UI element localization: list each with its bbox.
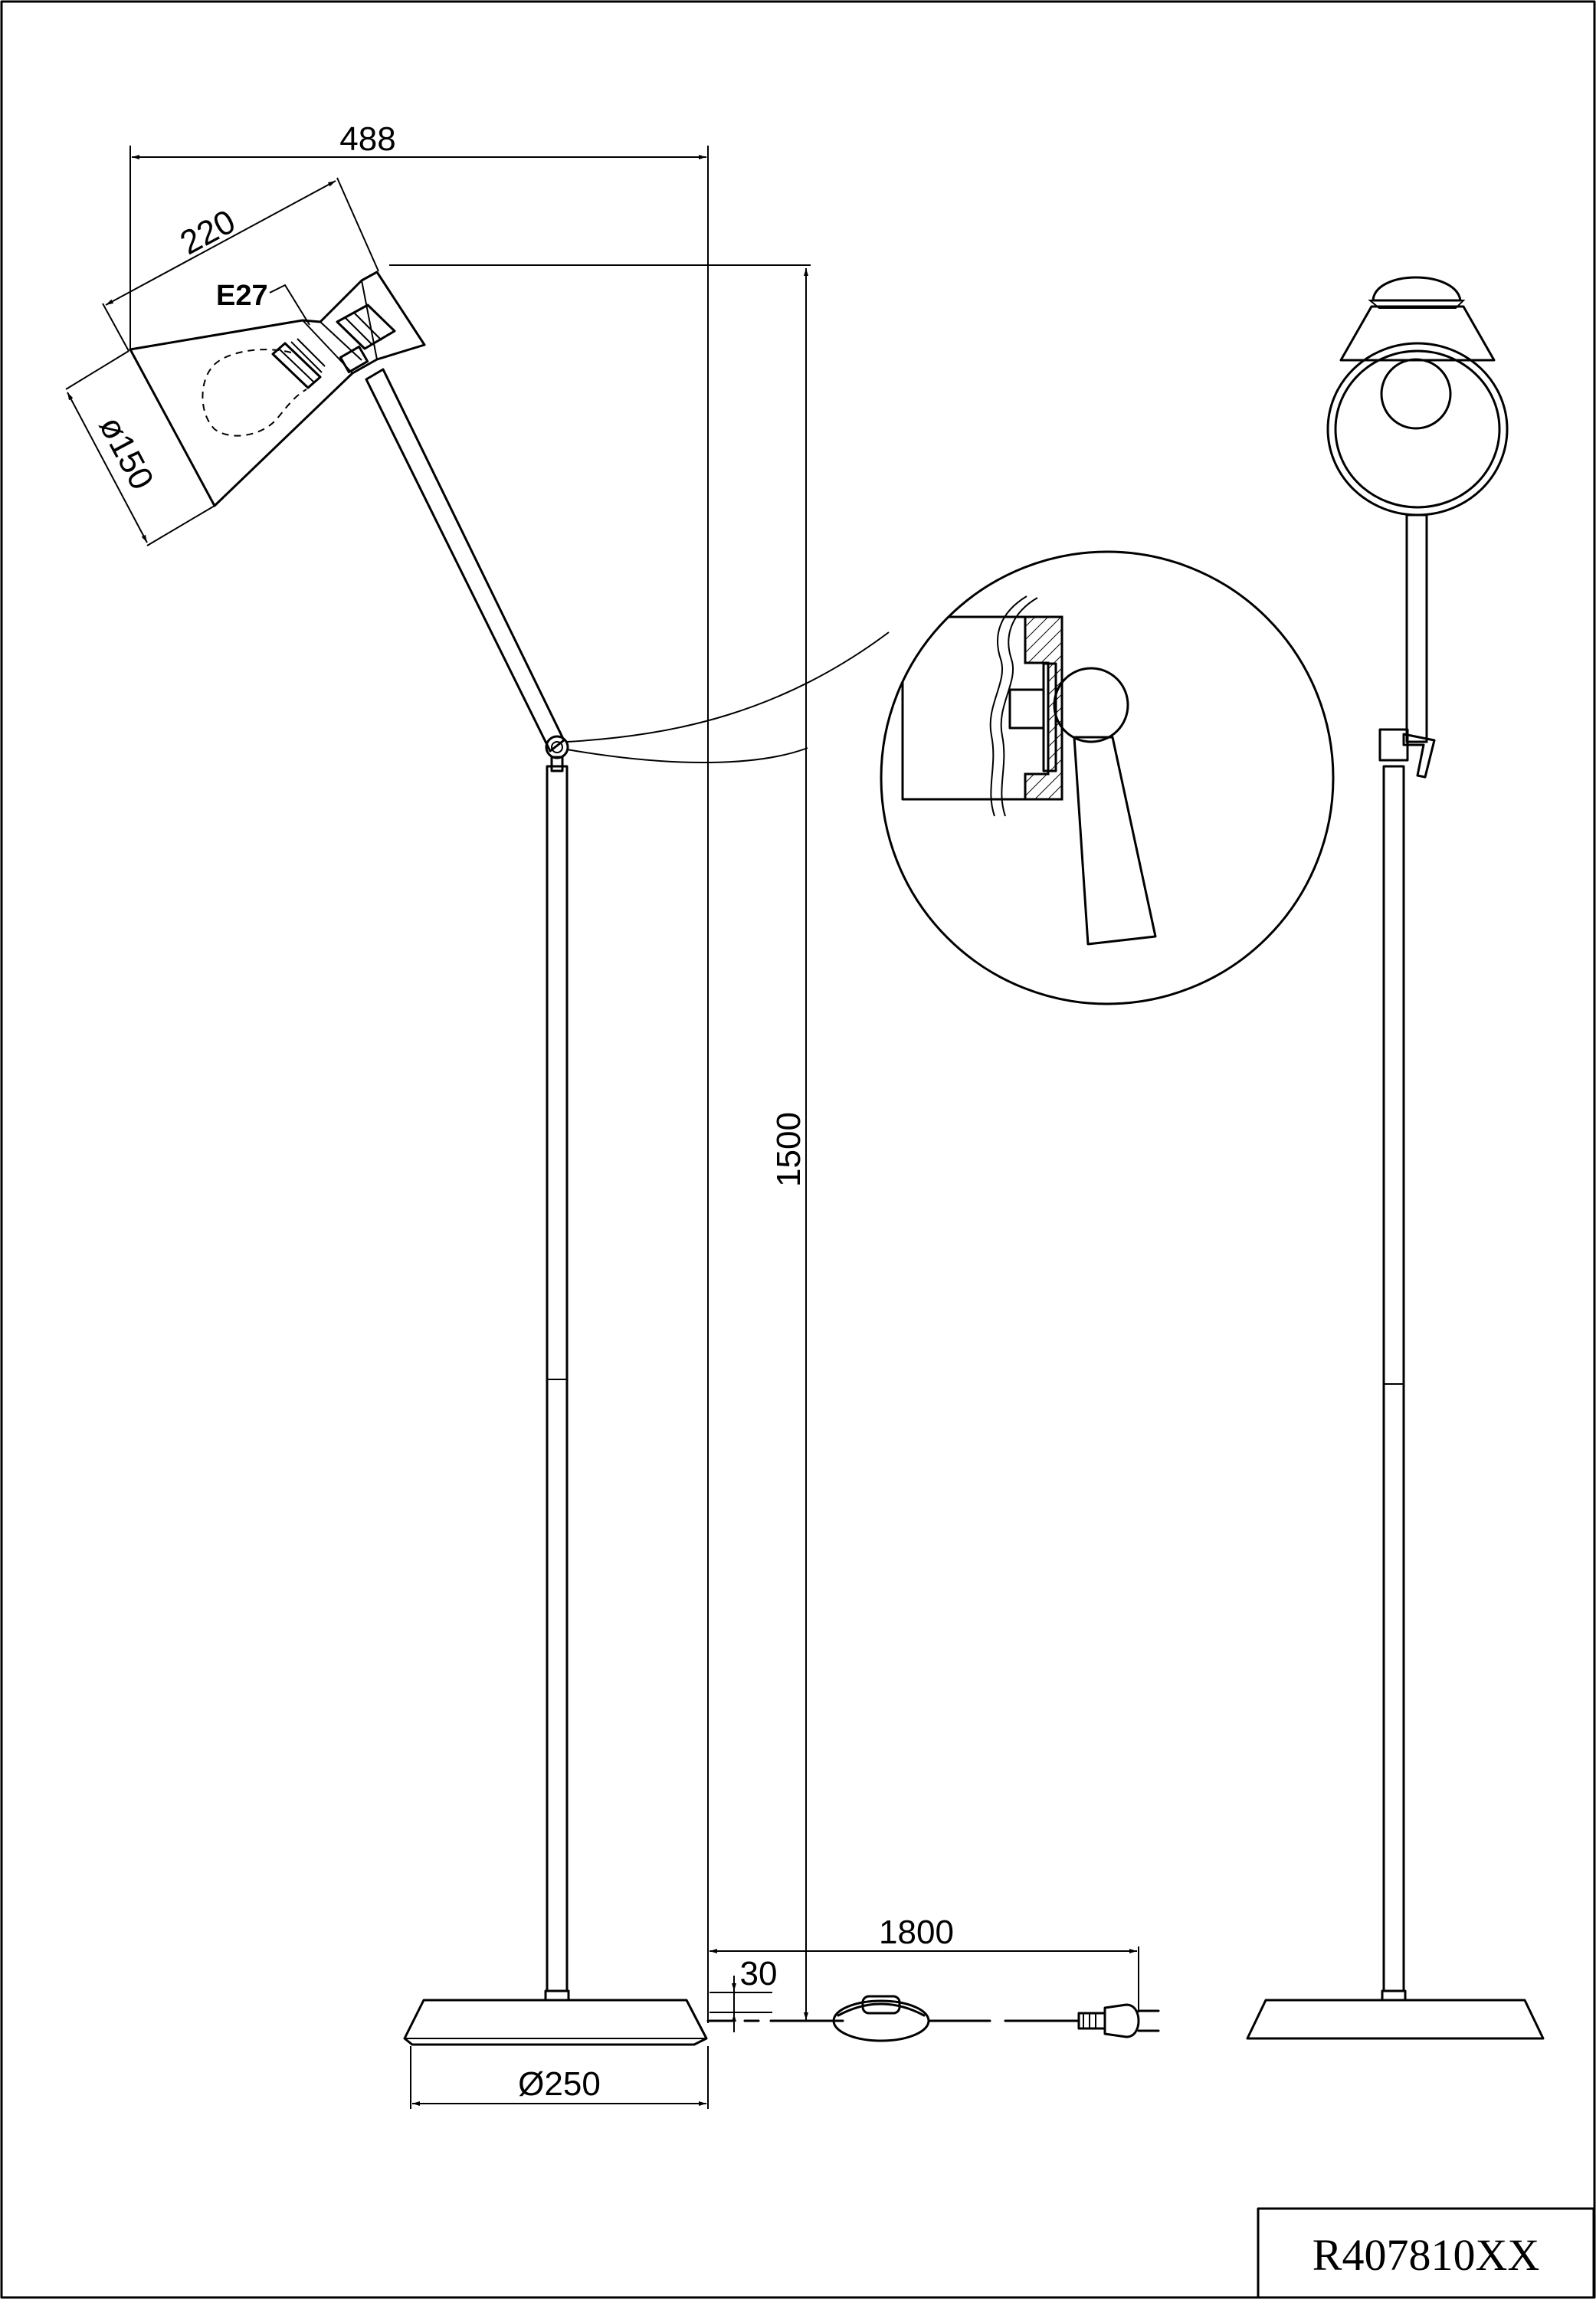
dim-base-height: 30 — [740, 1955, 778, 1992]
detail-callout — [566, 550, 1335, 1005]
side-view-lamp — [129, 271, 708, 2046]
front-view-lamp — [1246, 276, 1545, 2040]
front-shade — [1326, 276, 1509, 517]
diagonal-arm — [365, 368, 565, 753]
dim-shade-diameter: ø150 — [92, 410, 161, 496]
front-arm — [1405, 513, 1428, 743]
front-base — [1246, 1999, 1545, 2040]
detail-circle — [880, 550, 1335, 1005]
dim-base-diameter: Ø250 — [518, 2065, 601, 2103]
bulb-outline — [202, 349, 307, 437]
inline-foot-switch — [832, 1995, 930, 2042]
power-plug — [1077, 2003, 1160, 2038]
dim-shade-length: 220 — [174, 202, 241, 262]
stem-collar — [544, 1989, 570, 2002]
callout-leader-top — [566, 631, 890, 743]
lamp-shade — [129, 271, 426, 507]
dim-cable-length: 1800 — [879, 1914, 954, 1951]
front-stem — [1382, 765, 1405, 1992]
model-code: R407810XX — [1313, 2230, 1539, 2280]
power-cable — [706, 1995, 1160, 2042]
dimension-lines: 488 220 ø150 1500 Ø250 1800 30 E27 — [65, 120, 1139, 2109]
title-block: R407810XX — [1257, 2207, 1595, 2299]
dim-height: 1500 — [770, 1112, 808, 1187]
callout-leader-bottom — [566, 747, 808, 763]
dim-total-width: 488 — [339, 120, 395, 158]
detail-arm-section — [1073, 736, 1157, 946]
socket-label: E27 — [216, 280, 268, 312]
detail-ball-joint — [1053, 667, 1129, 743]
front-bulb — [1380, 358, 1452, 430]
